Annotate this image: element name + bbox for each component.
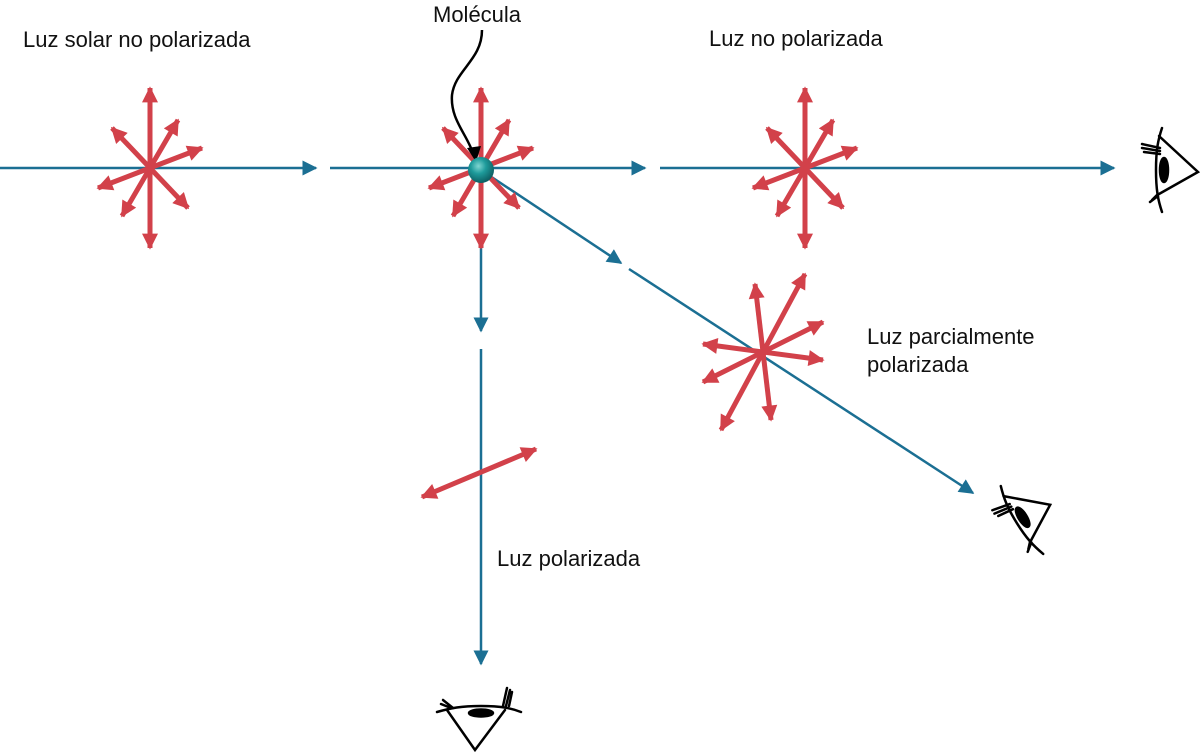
label-sunlight-unpolarized: Luz solar no polarizada <box>23 27 251 52</box>
label-partially-polarized-line1: Luz parcialmente <box>867 324 1035 349</box>
label-partially-polarized: Luz parcialmente polarizada <box>867 323 1035 379</box>
molecule-icon <box>468 157 494 183</box>
partially-polarized-field-arrows <box>701 272 825 432</box>
polarized-field-arrow <box>420 446 538 500</box>
eye-icon <box>991 484 1053 556</box>
label-unpolarized-light: Luz no polarizada <box>709 26 883 51</box>
eye-icon <box>435 686 523 752</box>
label-partially-polarized-line2: polarizada <box>867 352 969 377</box>
molecule-pointer-arrow <box>450 29 484 157</box>
label-polarized-light: Luz polarizada <box>497 546 641 571</box>
eye-icon <box>1140 126 1201 214</box>
label-molecule: Molécula <box>433 2 522 27</box>
